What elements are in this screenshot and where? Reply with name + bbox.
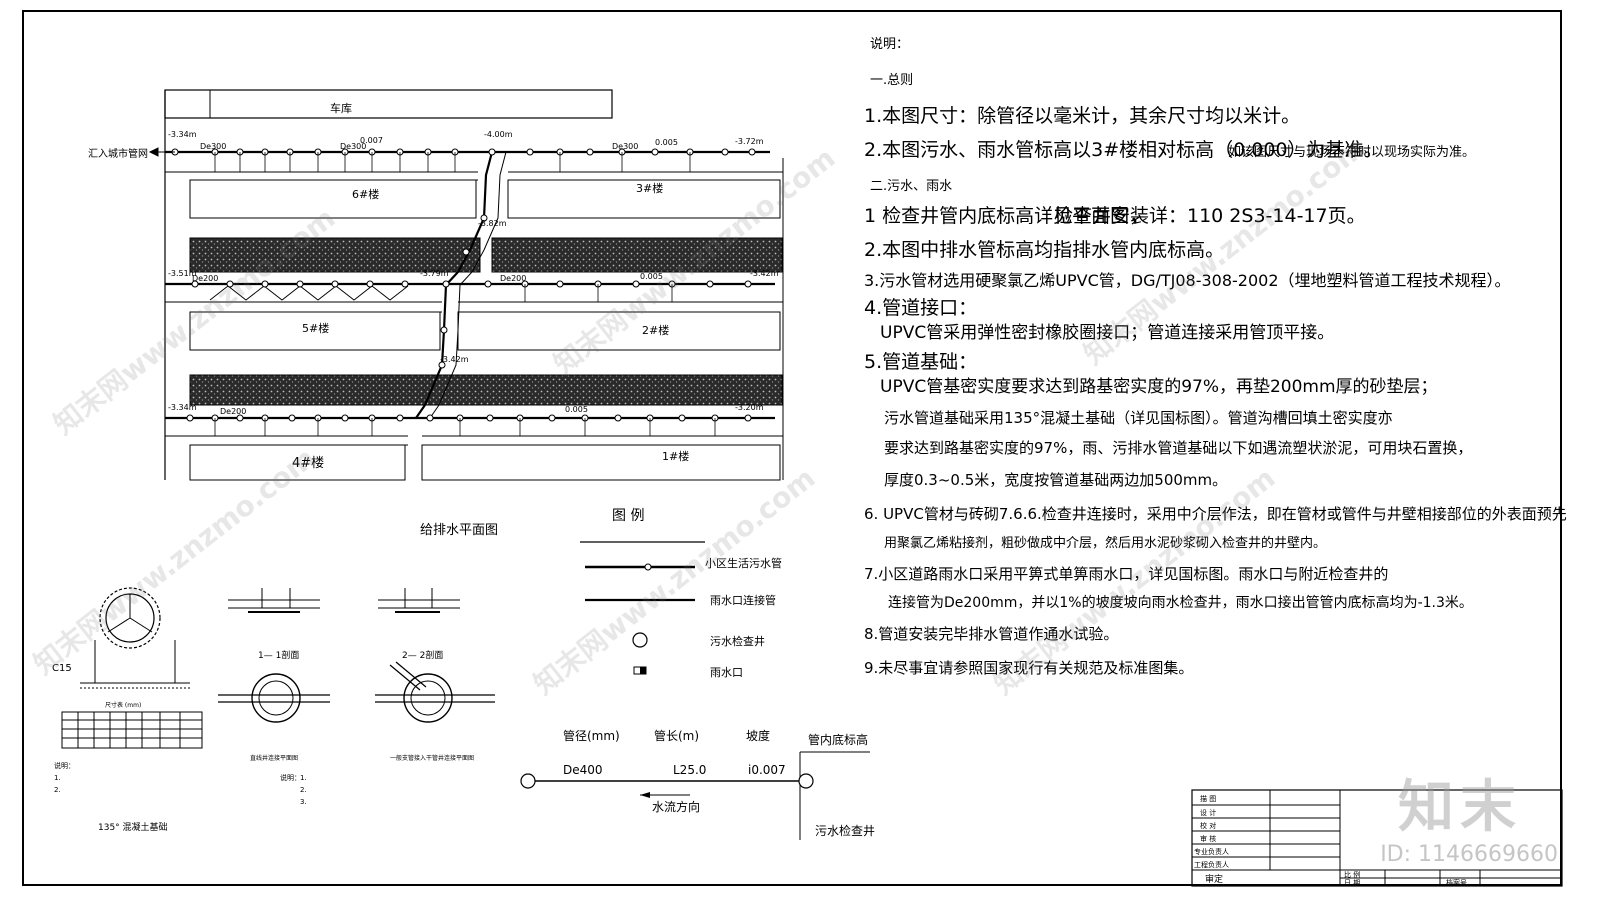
- manhole-label: 污水检查井: [815, 823, 875, 838]
- building-label: 2#楼: [642, 323, 669, 337]
- pipe-label: De300: [200, 142, 226, 151]
- titleblock-approve: 审定: [1205, 873, 1223, 885]
- building-label: 1#楼: [662, 449, 689, 463]
- invert-header: 管内底标高: [808, 732, 868, 747]
- titleblock-row: 工程负责人: [1194, 860, 1229, 869]
- legend-item-label: 小区生活污水管: [705, 556, 782, 570]
- pipe-label: De200: [192, 274, 218, 283]
- level-label: -3.42m: [750, 269, 779, 278]
- plan-title: 给排水平面图: [420, 523, 498, 538]
- slope-value: i0.007: [748, 763, 786, 777]
- note-line: UPVC管基密实度要求达到路基密实度的97%，再垫200mm厚的砂垫层；: [880, 377, 1438, 397]
- level-label: -3.79m: [420, 269, 449, 278]
- brand-logo: 知末: [1398, 775, 1522, 840]
- mid-notes: 2.: [300, 786, 307, 794]
- building-label: 6#楼: [352, 187, 379, 201]
- note-line: 5.管道基础：: [864, 351, 978, 373]
- slope-label: 0.005: [565, 405, 588, 414]
- building-label: 3#楼: [636, 181, 663, 195]
- note-line: 7.小区道路雨水口采用平箅式单箅雨水口，详见国标图。雨水口与附近检查井的: [864, 565, 1389, 583]
- note-line: 9.未尽事宜请参照国家现行有关规范及标准图集。: [864, 659, 1194, 677]
- base-caption: 135° 混凝土基础: [98, 821, 168, 833]
- titleblock-row: 审 核: [1200, 834, 1216, 843]
- section-1-caption: 1— 1剖面: [258, 649, 299, 661]
- note-line: 1 检查井管内底标高详见平面图，: [864, 205, 1149, 227]
- level-label: -3.34m: [168, 130, 197, 139]
- titleblock-date: 日 期: [1344, 879, 1360, 887]
- note-line: 厚度0.3~0.5米，宽度按管道基础两边加500mm。: [884, 471, 1228, 489]
- table-title: 尺寸表 (mm): [105, 701, 141, 709]
- pipe-dia-value: De400: [563, 763, 603, 777]
- city-pipe-label: 汇入城市管网: [88, 147, 148, 160]
- titleblock-row: 专业负责人: [1194, 847, 1229, 856]
- note-line: 2.本图中排水管标高均指排水管内底标高。: [864, 239, 1225, 261]
- level-label: -4.00m: [484, 130, 513, 139]
- note-line: 8.管道安装完毕排水管道作通水试验。: [864, 625, 1119, 643]
- legend-item-label: 雨水口: [710, 666, 743, 679]
- flow-direction-label: 水流方向: [652, 799, 700, 814]
- legend: 图 例 小区生活污水管 雨水口连接管 污水检查井 雨水口: [580, 508, 782, 679]
- note-line: UPVC管采用弹性密封橡胶圈接口；管道连接采用管顶平接。: [880, 323, 1335, 343]
- slope-label: 0.005: [640, 272, 663, 281]
- pipe-len-value: L25.0: [673, 763, 706, 777]
- slope-label: 0.005: [655, 138, 678, 147]
- garage-label: 车库: [330, 101, 352, 115]
- mid-notes: 1.: [300, 774, 307, 782]
- level-label: -3.20m: [735, 403, 764, 412]
- notes-section: 二.污水、雨水: [870, 179, 953, 194]
- note-line: 3.污水管材选用硬聚氯乙烯UPVC管，DG/TJ08-308-2002（埋地塑料…: [864, 271, 1511, 290]
- detail-drawings: [61, 587, 495, 749]
- pipe-dia-header: 管径(mm): [563, 728, 620, 743]
- building-label: 4#楼: [292, 456, 324, 471]
- left-notes: 说明：: [54, 761, 75, 770]
- notes-heading: 说明：: [870, 37, 910, 52]
- note-line: 污水管道基础采用135°混凝土基础（详见国标图）。管道沟槽回填土密实度亦: [884, 409, 1393, 427]
- building-label: 5#楼: [302, 321, 329, 335]
- mid-notes: 说明：: [280, 773, 301, 782]
- titleblock-row: 校 对: [1200, 821, 1216, 830]
- legend-item-label: 污水检查井: [710, 634, 765, 648]
- left-notes: 2.: [54, 786, 61, 794]
- level-label: -3.72m: [735, 137, 764, 146]
- resource-id: ID: 1146669660: [1380, 842, 1558, 867]
- level-label: -3.82m: [478, 219, 507, 228]
- note-line: 要求达到路基密实度的97%，雨、污排水管道基础以下如遇流塑状淤泥，可用块石置换，: [884, 439, 1473, 457]
- titleblock-row: 设 计: [1200, 808, 1216, 817]
- note-line: 用聚氯乙烯粘接剂，粗砂做成中介层，然后用水泥砂浆砌入检查井的井壁内。: [884, 536, 1327, 551]
- title-block: [1191, 789, 1563, 887]
- note-line: 连接管为De200mm，并以1%的坡度坡向雨水检查井，雨水口接出管管内底标高均为…: [888, 595, 1473, 611]
- legend-item-label: 雨水口连接管: [710, 593, 776, 607]
- slope-label: 0.007: [360, 136, 383, 145]
- pipe-len-header: 管长(m): [654, 728, 699, 743]
- plan-1-caption: 直线井连接平面图: [250, 754, 298, 762]
- note-line: 2.本图污水、雨水管标高以3#楼相对标高（0.000）为基准。: [864, 139, 1383, 161]
- pipe-label: De200: [500, 274, 526, 283]
- pipe-label: De300: [340, 142, 366, 151]
- mid-notes: 3.: [300, 798, 307, 806]
- site-plan: 车库: [148, 89, 784, 481]
- left-notes: 1.: [54, 774, 61, 782]
- note-line: 如该图尺寸与现场不符时以现场实际为准。: [1228, 145, 1476, 160]
- note-line: 1.本图尺寸：除管径以毫米计，其余尺寸均以米计。: [864, 105, 1301, 127]
- titleblock-archive: 档案号: [1446, 878, 1467, 887]
- slope-header: 坡度: [746, 728, 770, 743]
- note-line: 检查井安装详：110 2S3-14-17页。: [1054, 205, 1366, 227]
- pipe-label: De200: [220, 407, 246, 416]
- legend-title: 图 例: [612, 508, 644, 524]
- notes-section: 一.总则: [870, 73, 914, 88]
- pipe-annotation: 管径(mm) 管长(m) 坡度 管内底标高 De400 L25.0 i0.007…: [520, 728, 875, 840]
- c15-label: C15: [52, 663, 72, 674]
- drawing-frame: [22, 10, 1562, 886]
- plan-2-caption: 一般支管接入干管井连接平面图: [390, 754, 474, 762]
- titleblock-row: 描 图: [1200, 794, 1216, 803]
- titleblock-scale: 比 例: [1344, 870, 1360, 879]
- level-label: -3.42m: [440, 355, 469, 364]
- note-line: 6. UPVC管材与砖砌7.6.6.检查井连接时，采用中介层作法，即在管材或管件…: [864, 505, 1567, 523]
- section-2-caption: 2— 2剖面: [402, 649, 443, 661]
- note-line: 4.管道接口：: [864, 297, 978, 319]
- level-label: -3.34m: [168, 403, 197, 412]
- level-label: -3.51m: [168, 269, 197, 278]
- pipe-label: De300: [612, 142, 638, 151]
